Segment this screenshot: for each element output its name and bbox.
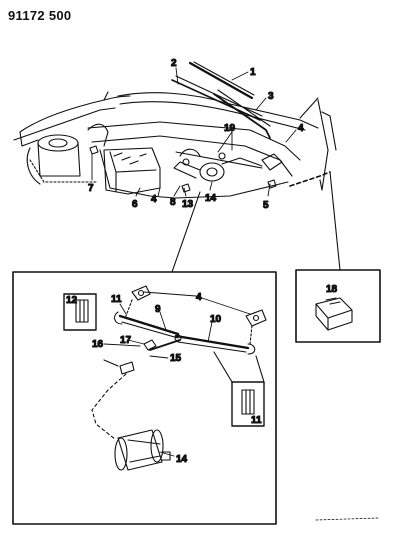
detail-callout-11-box: 11 (251, 415, 262, 426)
module-frame (295, 269, 381, 343)
detail-callout-10: 10 (210, 314, 222, 325)
detail-callout-17: 17 (120, 335, 132, 346)
callout-7: 7 (88, 183, 94, 194)
figure-code: 91172 500 (8, 8, 72, 23)
detail-frame (12, 271, 277, 525)
detail-callout-12: 12 (66, 295, 78, 306)
linkage-detail (63, 285, 267, 471)
detail-callout-11: 11 (111, 294, 122, 305)
callout-2: 2 (171, 58, 177, 69)
strut-tower (37, 134, 79, 152)
detail-wiper-motor (117, 429, 163, 471)
wiper-module (315, 297, 353, 331)
detail-callout-15: 15 (170, 353, 182, 364)
detail-callout-4: 4 (196, 292, 202, 303)
module-callout-18: 18 (326, 284, 338, 295)
callout-6: 6 (132, 199, 138, 210)
wiper-motor (199, 162, 225, 182)
wiper-blade (188, 61, 254, 100)
callout-1: 1 (250, 67, 256, 78)
wiper-arm (213, 93, 271, 139)
callout-14: 14 (205, 193, 217, 204)
callout-5: 5 (263, 200, 269, 211)
callout-3: 3 (268, 91, 274, 102)
detail-callout-14: 14 (176, 454, 188, 465)
detail-callout-16: 16 (92, 339, 104, 350)
vehicle-overview (13, 61, 341, 273)
callout-4-cowl: 4 (151, 194, 157, 205)
grommet-box-11 (231, 381, 265, 427)
callout-8: 8 (170, 197, 176, 208)
callout-13: 13 (182, 199, 194, 210)
callout-4: 4 (298, 123, 304, 134)
callout-19: 19 (224, 123, 236, 134)
detail-callout-9: 9 (155, 304, 161, 315)
grommet-box-12 (63, 293, 97, 331)
